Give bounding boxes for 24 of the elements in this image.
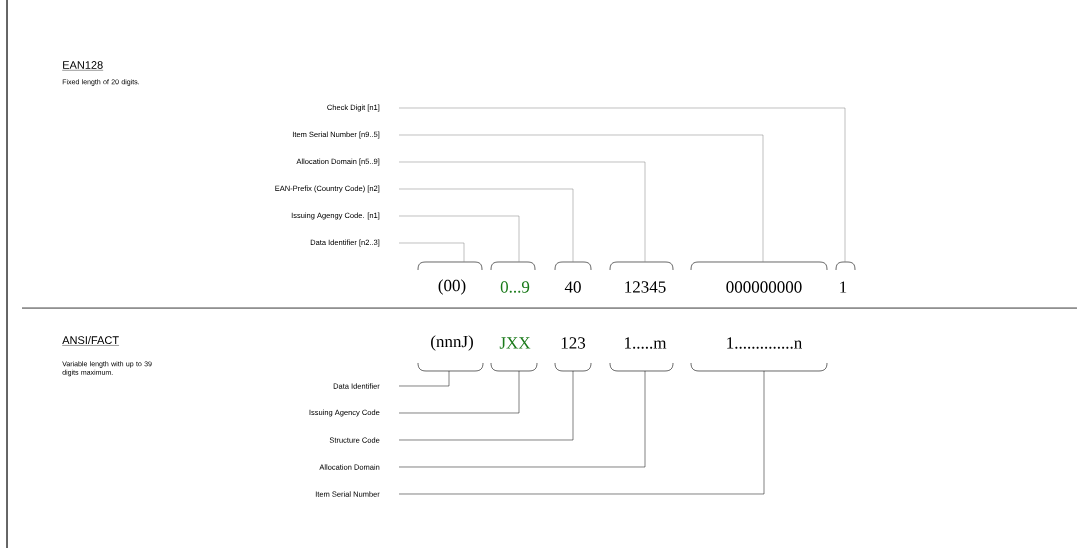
code-segment: 1.....m bbox=[609, 337, 674, 372]
leader-line bbox=[398, 134, 764, 263]
code-segment: (nnnJ) bbox=[417, 335, 484, 372]
leader-line bbox=[398, 370, 450, 387]
leader-line bbox=[398, 161, 646, 263]
code-segment: (00) bbox=[417, 261, 483, 295]
code-segment: JXX bbox=[490, 337, 538, 372]
code-segment: 000000000 bbox=[690, 261, 828, 293]
code-segment: 0...9 bbox=[490, 261, 536, 293]
leader-line bbox=[398, 370, 574, 441]
leader-line bbox=[398, 188, 574, 263]
leader-line bbox=[398, 370, 520, 414]
leader-line bbox=[398, 242, 465, 263]
code-segment: 1 bbox=[835, 261, 856, 293]
section-heading: EAN128 bbox=[62, 61, 104, 71]
leader-line bbox=[398, 107, 846, 263]
leader-line bbox=[398, 370, 765, 495]
code-segment: 12345 bbox=[609, 261, 674, 293]
section-heading: ANSI/FACT bbox=[62, 335, 120, 346]
code-segment: 40 bbox=[554, 261, 592, 293]
code-segment: 1..............n bbox=[690, 337, 828, 372]
code-segment: 123 bbox=[554, 337, 592, 372]
leader-line bbox=[398, 370, 646, 468]
leader-line bbox=[398, 215, 520, 263]
